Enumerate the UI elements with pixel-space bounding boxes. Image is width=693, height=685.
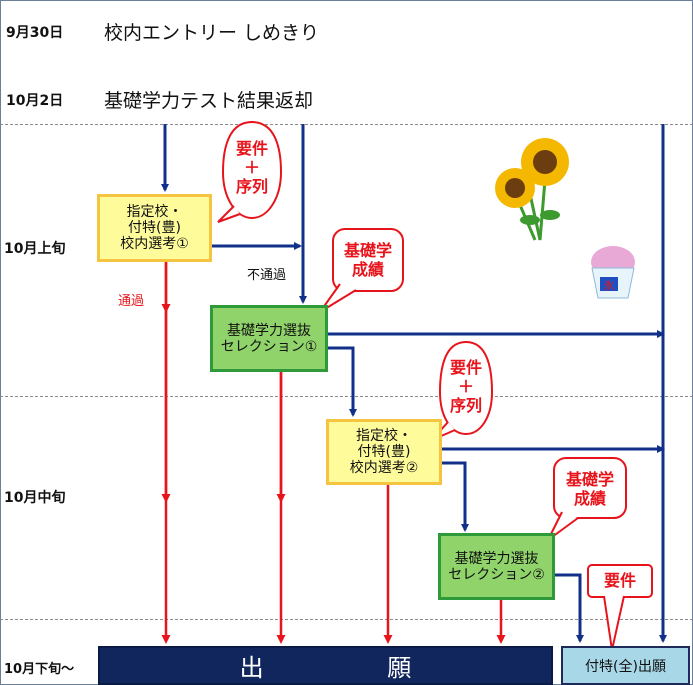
sunflower-icon <box>495 138 569 241</box>
callout-kiso-seiseki-1: 基礎学成績 <box>343 241 392 279</box>
arrow-to-shitei2 <box>328 346 357 417</box>
bubble-tail-5 <box>603 595 625 651</box>
label-not-pass: 不通過 <box>247 268 287 283</box>
callout-req-seq-1: 要件＋序列 <box>235 139 268 196</box>
box-kiso-selection-1: 基礎学力選抜セレクション① <box>210 305 328 372</box>
bubble-tail-1 <box>217 205 241 223</box>
schedule-event-1: 校内エントリー しめきり <box>104 22 320 44</box>
bubble-req-seq-2 <box>438 340 494 436</box>
red-flow-arrows <box>161 262 506 644</box>
separator-mid <box>0 396 693 397</box>
period-mid-oct: 10月中旬 <box>4 490 66 506</box>
schedule-event-2: 基礎学力テスト結果返却 <box>104 90 314 112</box>
bubble-kiso-2 <box>553 457 627 519</box>
shaved-ice-icon: 氷 <box>591 246 635 299</box>
svg-text:氷: 氷 <box>604 279 615 292</box>
period-late-oct: 10月下旬～ <box>4 662 75 677</box>
box-shitei-senko-1: 指定校・付特(豊)校内選考① <box>97 194 212 262</box>
callout-req-3: 要件 <box>603 571 636 590</box>
schedule-date-2: 10月2日 <box>6 93 64 109</box>
application-bar: 出 願 <box>98 646 553 685</box>
futoku-zen-application-bar: 付特(全)出願 <box>561 646 690 685</box>
box-shitei-senko-2: 指定校・付特(豊)校内選考② <box>326 419 442 485</box>
separator-early <box>0 124 693 125</box>
bubble-kiso-1 <box>332 228 404 292</box>
period-early-oct: 10月上旬 <box>4 241 66 257</box>
bubble-req-seq-1 <box>221 120 283 220</box>
label-pass: 通過 <box>118 294 145 309</box>
blue-flow-arrows <box>161 124 667 643</box>
callout-kiso-seiseki-2: 基礎学成績 <box>565 470 614 508</box>
box-kiso-selection-2: 基礎学力選抜セレクション② <box>438 533 555 600</box>
separator-late <box>0 619 693 620</box>
callout-req-seq-2: 要件＋序列 <box>449 358 482 415</box>
arrow-to-futoku <box>555 573 584 643</box>
arrow-to-kiso2 <box>442 461 469 532</box>
schedule-date-1: 9月30日 <box>6 25 64 41</box>
callout-bubbles <box>217 120 653 651</box>
